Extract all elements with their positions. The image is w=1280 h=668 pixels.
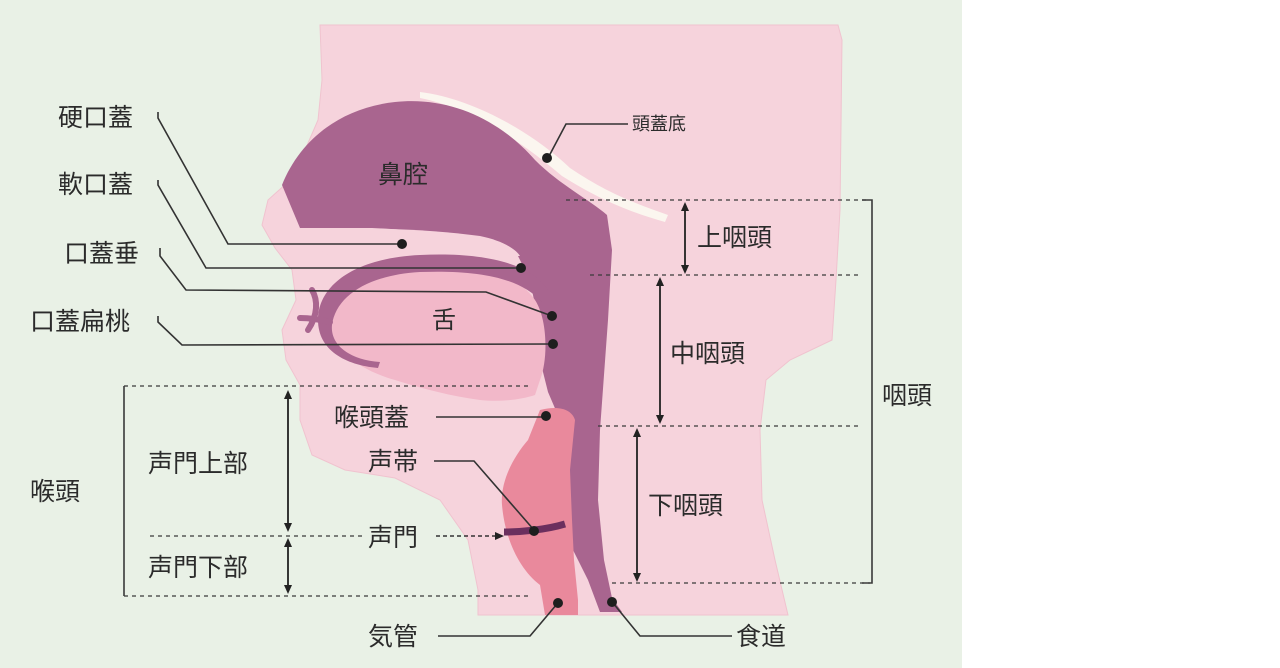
label-esophagus: 食道 [736, 622, 786, 651]
leader-vocal-cords [434, 460, 535, 531]
tongue-band [318, 254, 548, 368]
label-epiglottis: 喉頭蓋 [334, 403, 409, 432]
lip-detail [297, 287, 333, 333]
dot-esophagus [607, 597, 617, 607]
leader-skull-base [547, 123, 628, 159]
dot-vocal-cords [529, 526, 539, 536]
label-uvula: 口蓋垂 [64, 239, 139, 268]
label-supraglottis: 声門上部 [148, 449, 248, 478]
label-skull-base: 頭蓋底 [632, 114, 686, 135]
label-tongue: 舌 [432, 306, 456, 334]
dot-skull-base [542, 153, 552, 163]
label-trachea: 気管 [368, 622, 418, 651]
label-glottis: 声門 [368, 523, 418, 552]
label-vocal-cords: 声帯 [368, 447, 418, 476]
label-nasal-cavity: 鼻腔 [378, 160, 428, 189]
label-oropharynx: 中咽頭 [670, 339, 745, 368]
tongue-shape [325, 264, 546, 401]
dot-hard-palate [397, 239, 407, 249]
label-larynx: 喉頭 [30, 477, 80, 506]
leader-uvula [159, 248, 553, 317]
dot-uvula [547, 311, 557, 321]
dot-soft-palate [516, 263, 526, 273]
label-nasopharynx: 上咽頭 [697, 223, 772, 252]
dot-trachea [553, 598, 563, 608]
bracket-pharynx [862, 199, 873, 584]
dot-epiglottis [541, 411, 551, 421]
label-palatine-tonsil: 口蓋扁桃 [30, 307, 130, 336]
trachea-shape [501, 408, 578, 615]
leader-palatine-tonsil [157, 316, 554, 346]
leader-soft-palate [157, 180, 521, 269]
label-pharynx: 咽頭 [882, 381, 932, 410]
leader-hard-palate [157, 112, 402, 245]
nasal-cavity-pharynx [282, 101, 622, 613]
leader-esophagus [612, 602, 732, 637]
dot-palatine-tonsil [548, 339, 558, 349]
label-hypopharynx: 下咽頭 [648, 491, 723, 520]
label-subglottis: 声門下部 [148, 553, 248, 582]
leader-trachea [438, 603, 558, 637]
label-soft-palate: 軟口蓋 [58, 170, 133, 199]
label-hard-palate: 硬口蓋 [58, 103, 133, 132]
